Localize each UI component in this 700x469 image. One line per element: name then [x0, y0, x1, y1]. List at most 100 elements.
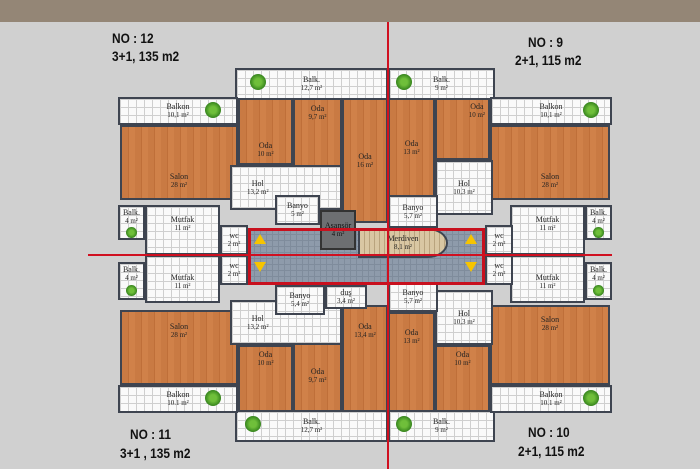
elevator-area: 4 m²	[331, 230, 345, 238]
unit-11-size: 3+1 , 135 m2	[120, 445, 191, 461]
unit-divider-horizontal	[88, 254, 612, 256]
arrow-down-icon	[465, 262, 477, 272]
room-name: wc	[229, 261, 239, 270]
room-area: 10 m²	[257, 150, 274, 158]
room-name: Mutfak	[535, 273, 560, 282]
unit-10-size: 2+1, 115 m2	[518, 443, 585, 459]
header-band	[0, 0, 700, 22]
room-area: 12,7 m²	[300, 426, 323, 434]
room-area: 10,1 m²	[167, 111, 189, 119]
room-area: 10.1 m²	[540, 399, 562, 407]
unit-divider-vertical	[387, 22, 389, 469]
room-area: 4 m²	[125, 217, 138, 225]
room-name: Balk.	[432, 75, 451, 84]
room-area: 28 m²	[541, 181, 559, 189]
plant-icon	[205, 390, 221, 406]
unit-12-title: NO : 12	[112, 30, 154, 46]
room-name: Banyo	[289, 291, 311, 300]
room-name: Balk.	[302, 417, 321, 426]
room-name: Oda	[404, 139, 419, 148]
elevator-label: Asansör	[324, 221, 352, 230]
room-name: Mutfak	[170, 215, 195, 224]
plant-icon	[126, 227, 137, 238]
room-area: 5,4 m²	[290, 300, 310, 308]
room-area: 10.1 m²	[167, 399, 189, 407]
room-name: Oda	[310, 367, 325, 376]
room-balcony: Balk.4 m²	[585, 262, 612, 300]
room-area: 9,7 m²	[308, 113, 327, 121]
room-area: 28 m²	[170, 181, 188, 189]
room-area: 10,3 m²	[453, 187, 475, 196]
room-area: 11 m²	[174, 224, 191, 232]
room-area: 3,4 m²	[336, 297, 356, 305]
arrow-up-icon	[254, 234, 266, 244]
room-name: Hol	[457, 178, 470, 188]
arrow-up-icon	[465, 234, 477, 244]
unit-10-title: NO : 10	[528, 424, 570, 440]
plant-icon	[583, 390, 599, 406]
room-name: Mutfak	[535, 215, 560, 224]
room-name: duş	[340, 288, 352, 297]
room-area: 13,2 m²	[247, 187, 269, 196]
plant-icon	[396, 416, 412, 432]
room-area: 13 m²	[403, 337, 420, 345]
room-name: Balk.	[122, 265, 141, 274]
room-area: 11 m²	[539, 224, 556, 232]
room-area: 10 m²	[257, 359, 274, 367]
unit-11-title: NO : 11	[130, 426, 172, 442]
room-area: 2 m²	[492, 270, 506, 278]
room-name: Balk.	[302, 75, 321, 84]
room-name: Balkon	[539, 102, 563, 111]
plant-icon	[126, 285, 137, 296]
room-area: 5,7 m²	[403, 211, 423, 220]
plant-icon	[583, 102, 599, 118]
room-area: 11 m²	[174, 282, 191, 290]
room-name: Oda	[358, 322, 372, 331]
room-name: Balk.	[589, 208, 608, 217]
plant-icon	[245, 416, 261, 432]
room-area: 2 m²	[227, 240, 241, 248]
room-area: 16 m²	[356, 160, 374, 169]
room-area: 9 m²	[435, 84, 448, 92]
plant-icon	[396, 74, 412, 90]
plant-icon	[593, 227, 604, 238]
room-name: Salon	[169, 172, 189, 181]
unit-9-title: NO : 9	[528, 34, 564, 50]
room-balcony: Balk.4 m²	[118, 262, 145, 300]
room-name: Oda	[258, 350, 273, 359]
room-area: 9 m²	[435, 426, 448, 434]
room-balcony: Balk.4 m²	[585, 205, 612, 240]
room-name: Hol	[251, 178, 264, 188]
room-name: Oda	[258, 141, 273, 150]
room-area: 4 m²	[592, 217, 605, 225]
room-area: 4 m²	[125, 274, 138, 282]
room-area: 4 m²	[592, 274, 605, 282]
arrow-down-icon	[254, 262, 266, 272]
room-name: Oda	[404, 328, 419, 337]
room-name: Banyo	[287, 201, 308, 210]
room-area: 5,7 m²	[403, 297, 423, 305]
